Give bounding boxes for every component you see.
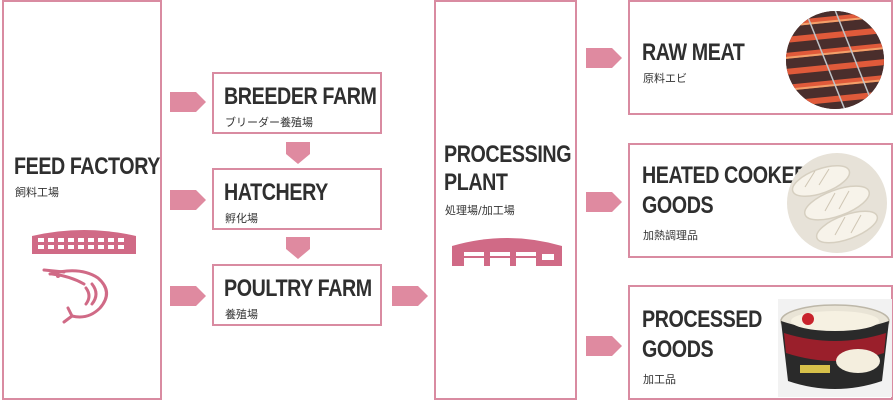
hatchery-sub: 孵化場	[225, 212, 258, 225]
arrow-breeder-hatchery	[286, 142, 310, 164]
processing-title-line1: PROCESSING	[444, 141, 572, 168]
feed-factory-title: FEED FACTORY	[14, 153, 160, 180]
heated-goods-sub: 加熱調理品	[643, 229, 698, 242]
hatchery-box: HATCHERY 孵化場	[212, 168, 382, 230]
processing-plant-box: PROCESSING PLANT 処理場/加工場	[434, 0, 577, 400]
processing-sub: 処理場/加工場	[445, 204, 515, 217]
raw-meat-sub: 原料エビ	[643, 72, 687, 85]
processed-goods-title-line1: PROCESSED	[642, 306, 762, 333]
heated-goods-title-line1: HEATED COOKED	[642, 162, 808, 189]
arrow-processing-heated	[586, 192, 622, 212]
arrow-processing-raw	[586, 48, 622, 68]
arrow-feed-hatchery	[170, 190, 206, 210]
arrow-hatchery-poultry	[286, 237, 310, 259]
cooked-shrimp-image	[787, 153, 887, 253]
processed-package-image	[778, 299, 892, 397]
arrow-poultry-processing	[392, 286, 428, 306]
poultry-farm-title: POULTRY FARM	[224, 275, 372, 302]
arrow-processing-processed	[586, 336, 622, 356]
hatchery-title: HATCHERY	[224, 179, 328, 206]
arrow-feed-poultry	[170, 286, 206, 306]
breeder-farm-box: BREEDER FARM ブリーダー養殖場	[212, 72, 382, 134]
breeder-farm-title: BREEDER FARM	[224, 83, 377, 110]
raw-shrimp-image	[786, 11, 884, 109]
processing-plant-icon	[452, 238, 562, 266]
factory-icon	[32, 230, 136, 254]
raw-meat-title: RAW MEAT	[642, 39, 745, 66]
feed-factory-sub: 飼料工場	[15, 186, 59, 199]
feed-factory-box: FEED FACTORY 飼料工場	[2, 0, 162, 400]
poultry-farm-sub: 養殖場	[225, 308, 258, 321]
processed-goods-sub: 加工品	[643, 373, 676, 386]
breeder-farm-sub: ブリーダー養殖場	[225, 116, 313, 129]
arrow-feed-breeder	[170, 92, 206, 112]
raw-meat-box: RAW MEAT 原料エビ	[628, 0, 893, 115]
processing-title-line2: PLANT	[444, 169, 508, 196]
poultry-farm-box: POULTRY FARM 養殖場	[212, 264, 382, 326]
heated-goods-box: HEATED COOKED GOODS 加熱調理品	[628, 143, 893, 258]
processed-goods-box: PROCESSED GOODS 加工品	[628, 285, 893, 400]
shrimp-icon	[42, 268, 108, 324]
heated-goods-title-line2: GOODS	[642, 192, 714, 219]
processed-goods-title-line2: GOODS	[642, 336, 714, 363]
